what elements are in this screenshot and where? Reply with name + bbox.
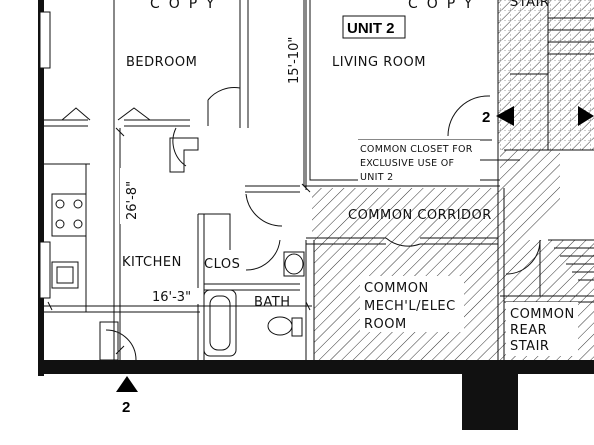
- section-number-right: 2: [482, 109, 490, 126]
- stove-icon: [51, 193, 87, 237]
- bathtub-icon: [203, 289, 237, 357]
- room-label-kitchen: KITCHEN: [122, 255, 182, 270]
- svg-text:ROOM: ROOM: [364, 317, 407, 332]
- interior-walls: [44, 0, 594, 360]
- svg-text:MECH'L/ELEC: MECH'L/ELEC: [364, 299, 456, 314]
- bedroom-door: [207, 87, 241, 101]
- bath-fixtures: [169, 137, 305, 357]
- room-label-bedroom: BEDROOM: [126, 55, 197, 70]
- section-marker-right: 2: [482, 106, 594, 126]
- dimension-vertical-living: 15'-10": [287, 37, 302, 84]
- room-label-living: LIVING ROOM: [332, 55, 426, 70]
- svg-text:EXCLUSIVE USE OF: EXCLUSIVE USE OF: [360, 158, 454, 169]
- room-label-closet: CLOS: [204, 257, 240, 272]
- section-arrow-icon: [116, 376, 138, 392]
- closet-door: [245, 239, 281, 271]
- svg-text:COMMON CLOSET FOR: COMMON CLOSET FOR: [360, 144, 473, 155]
- dimension-vertical-left: 26'-8": [125, 181, 140, 220]
- section-number-bottom: 2: [122, 399, 130, 416]
- svg-text:REAR: REAR: [510, 323, 547, 338]
- svg-text:COMMON: COMMON: [364, 281, 429, 296]
- room-label-corridor: COMMON CORRIDOR: [348, 208, 492, 223]
- stair-label-top: STAIR: [510, 0, 549, 10]
- common-closet-area: [500, 150, 560, 240]
- section-arrow-icon: [578, 106, 594, 126]
- svg-text:STAIR: STAIR: [510, 339, 549, 354]
- common-corridor-area: [312, 188, 500, 240]
- copy-stamp-left: COPY: [150, 0, 223, 12]
- left-wall-windows: [39, 11, 51, 299]
- lavatory-icon: [284, 253, 304, 275]
- stair-area-top: [498, 0, 594, 150]
- unit-label-box: [342, 15, 406, 39]
- dimension-horizontal: 16'-3": [152, 290, 191, 305]
- room-label-bath: BATH: [254, 295, 291, 310]
- section-arrow-icon: [496, 106, 514, 126]
- copy-stamp-right: COPY: [408, 0, 481, 12]
- stairs: [510, 17, 594, 296]
- svg-text:UNIT 2: UNIT 2: [360, 172, 394, 183]
- svg-text:COMMON: COMMON: [510, 307, 575, 322]
- dimension-labels: 26'-8" 15'-10" 16'-3": [120, 37, 302, 305]
- rear-stair-door: [505, 239, 541, 275]
- kitchen-fixtures: [51, 164, 87, 312]
- living-door: [447, 95, 491, 137]
- rear-stair-label: COMMON REAR STAIR: [506, 302, 578, 356]
- mech-room-label: COMMON MECH'L/ELEC ROOM: [360, 276, 464, 332]
- unit-label: UNIT 2: [347, 20, 395, 37]
- door-swings: [61, 87, 541, 361]
- section-marker-bottom: 2: [116, 376, 138, 416]
- dimension-lines: [44, 0, 312, 360]
- closet-note: COMMON CLOSET FOR EXCLUSIVE USE OF UNIT …: [358, 140, 480, 184]
- sink-icon: [51, 261, 79, 289]
- exterior-walls: [38, 0, 594, 430]
- toilet-icon: [267, 316, 293, 336]
